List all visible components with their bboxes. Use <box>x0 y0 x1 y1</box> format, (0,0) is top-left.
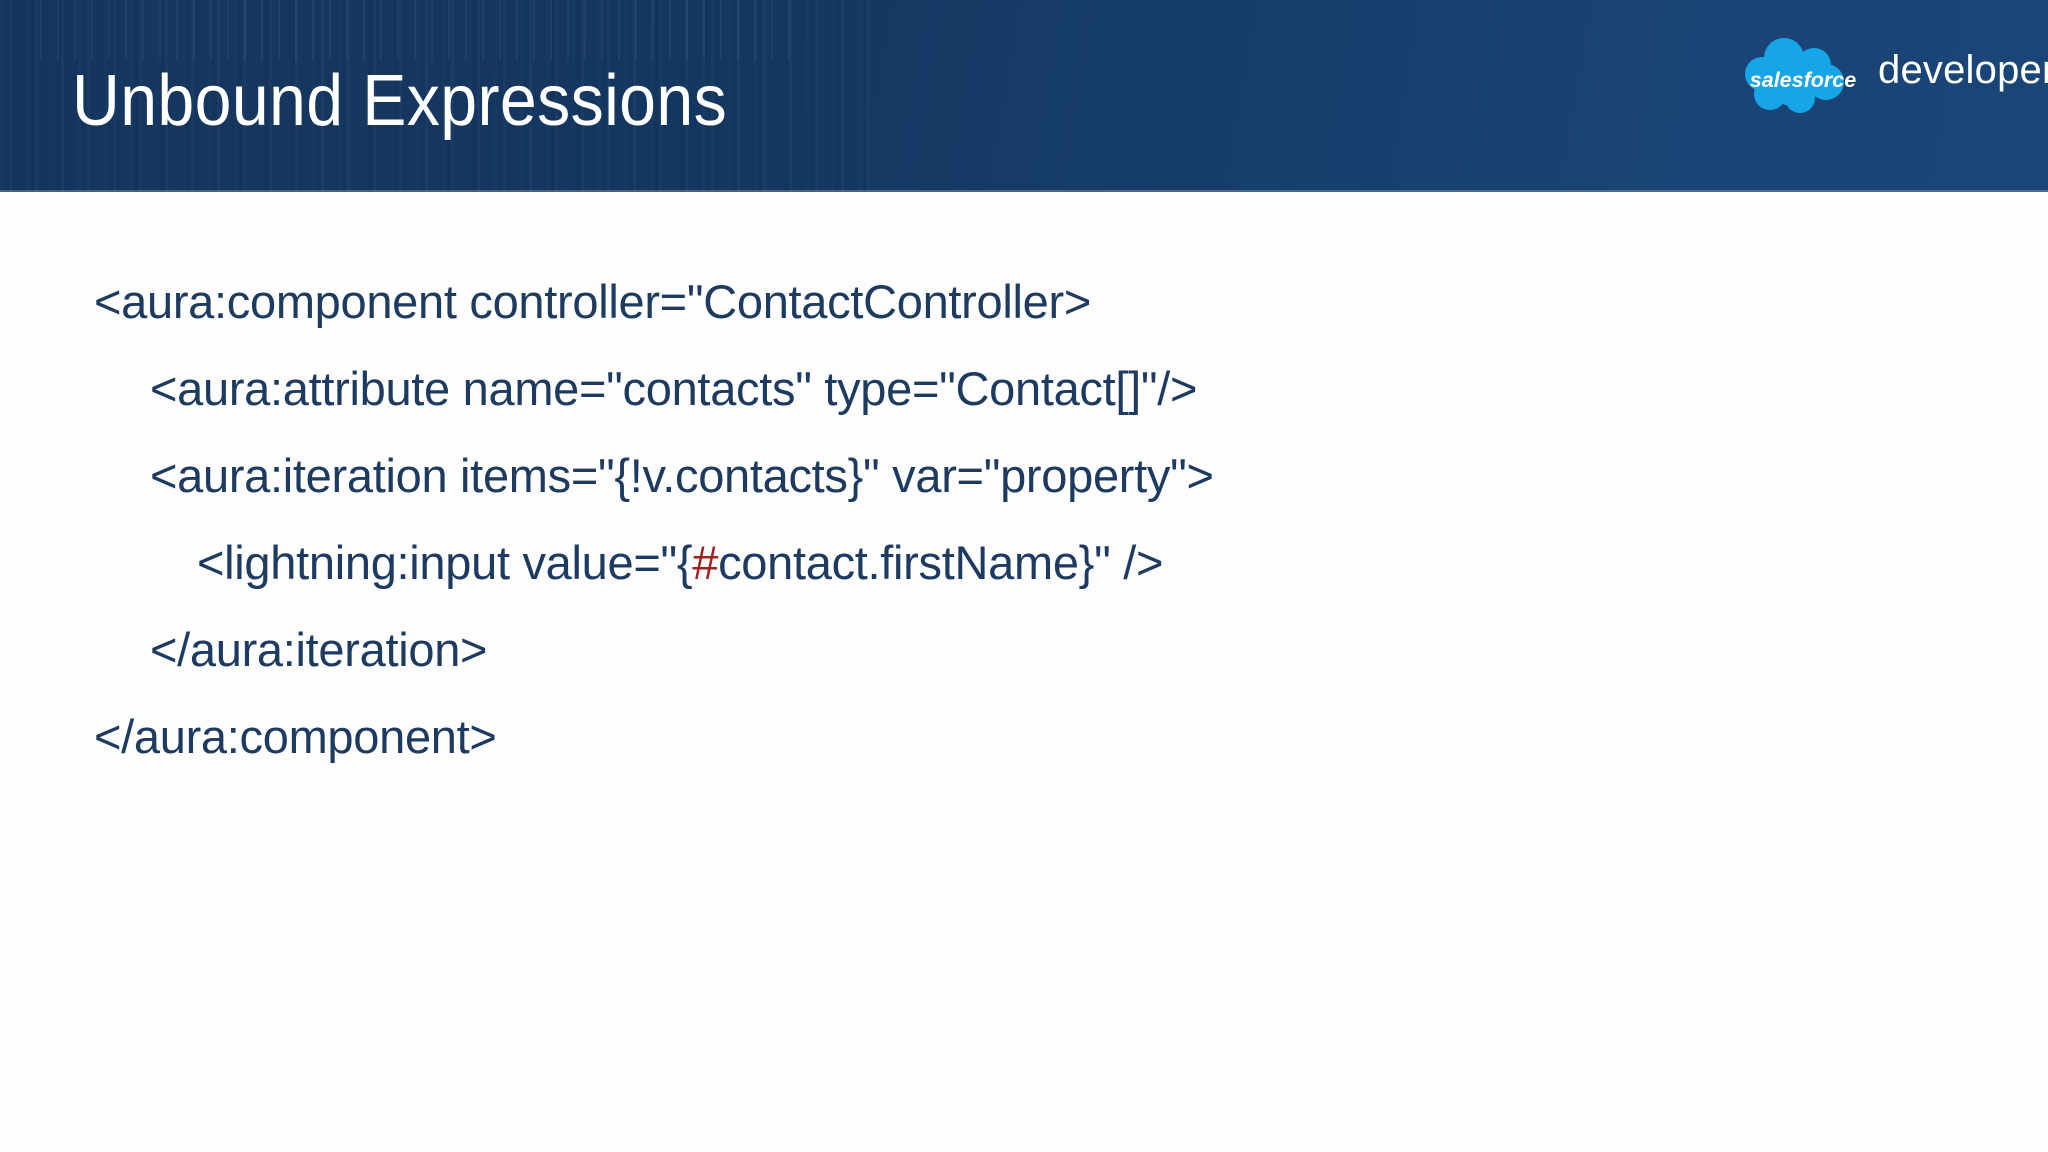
code-line: </aura:iteration> <box>150 623 488 676</box>
slide-header-band: Unbound Expressions salesforce developer… <box>0 0 2048 192</box>
salesforce-cloud-icon: salesforce <box>1745 38 1856 113</box>
code-segment-suffix: contact.firstName}" /> <box>718 536 1164 589</box>
page-title: Unbound Expressions <box>72 61 728 141</box>
code-line: <aura:iteration items="{!v.contacts}" va… <box>150 449 1214 502</box>
salesforce-developers-logo: salesforce developers <box>1740 28 2048 124</box>
unbound-expression-marker: # <box>692 536 719 589</box>
logo-wordmark: developers <box>1878 48 2048 92</box>
header-divider <box>0 190 2048 192</box>
code-line: <aura:attribute name="contacts" type="Co… <box>150 362 1198 415</box>
code-line-highlighted: <lightning:input value="{#contact.firstN… <box>0 519 2048 606</box>
code-segment-prefix: <lightning:input value="{ <box>197 536 693 589</box>
header-texture-secondary <box>40 0 800 60</box>
salesforce-cloud-label: salesforce <box>1750 68 1856 92</box>
code-line: </aura:component> <box>94 710 497 763</box>
code-line: <aura:component controller="ContactContr… <box>94 275 1091 328</box>
code-block: <aura:component controller="ContactContr… <box>0 258 2048 780</box>
